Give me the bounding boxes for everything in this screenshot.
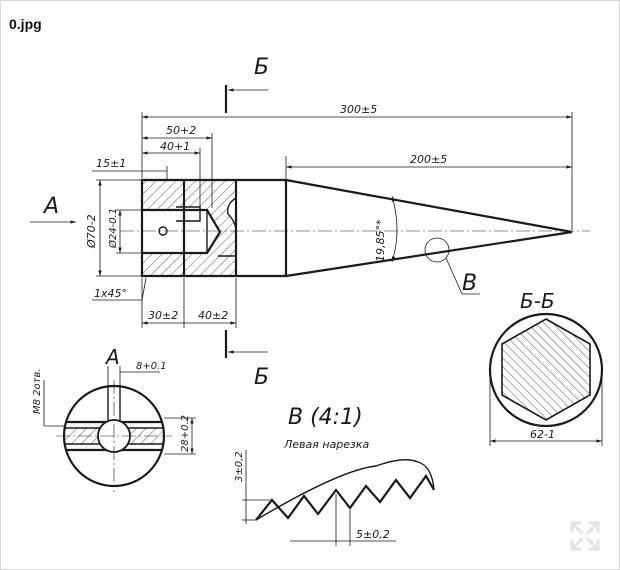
dim-step-2: 40±2 bbox=[198, 309, 228, 322]
dim-tooth-height: 3±0,2 bbox=[234, 451, 245, 482]
section-markers: Б Б А В bbox=[30, 55, 477, 390]
view-a: А 8+0.1 M8 2отв. 28+0.2 bbox=[32, 345, 196, 492]
section-b-view: Б-Б 62-1 bbox=[488, 289, 604, 446]
dim-slot-depth: 40+1 bbox=[160, 140, 190, 153]
dim-slot-height: 28+0.2 bbox=[180, 415, 191, 452]
file-title: 0.jpg bbox=[9, 16, 42, 32]
detail-note: Левая нарезка bbox=[283, 438, 370, 451]
dim-slot-width: 8+0.1 bbox=[136, 361, 167, 372]
section-mark-top: Б bbox=[254, 55, 269, 80]
dim-hex-size: 62-1 bbox=[530, 428, 555, 441]
dim-cone-angle: 19,85°* bbox=[374, 219, 387, 262]
dim-overall-length: 300±5 bbox=[340, 103, 377, 116]
dim-bore-diameter: Ø24-0.1 bbox=[107, 208, 119, 249]
expand-icon[interactable] bbox=[568, 519, 602, 553]
detail-b-view: В (4:1) Левая нарезка 3±0,2 5±0,2 bbox=[234, 405, 435, 546]
dim-chamfer: 1x45° bbox=[94, 287, 127, 300]
section-title: Б-Б bbox=[520, 289, 555, 313]
view-a-title: А bbox=[104, 345, 120, 369]
dim-step-1: 30±2 bbox=[148, 309, 178, 322]
main-view bbox=[120, 178, 590, 295]
dim-bore-depth: 50+2 bbox=[166, 124, 196, 137]
dim-cone-length: 200±5 bbox=[410, 153, 447, 166]
dim-outer-diameter: Ø70-2 bbox=[85, 214, 98, 249]
detail-title: В (4:1) bbox=[288, 405, 363, 430]
dim-tooth-pitch: 5±0,2 bbox=[356, 528, 390, 541]
section-mark-bottom: Б bbox=[254, 365, 269, 390]
dim-shoulder: 15±1 bbox=[96, 157, 126, 170]
view-a-mark: А bbox=[42, 194, 59, 219]
dim-thread-holes: M8 2отв. bbox=[32, 368, 43, 414]
main-dimensions: 300±5 50+2 40+1 15±1 200±5 Ø70-2 Ø24-0.1… bbox=[85, 103, 573, 328]
detail-mark: В bbox=[462, 271, 477, 296]
